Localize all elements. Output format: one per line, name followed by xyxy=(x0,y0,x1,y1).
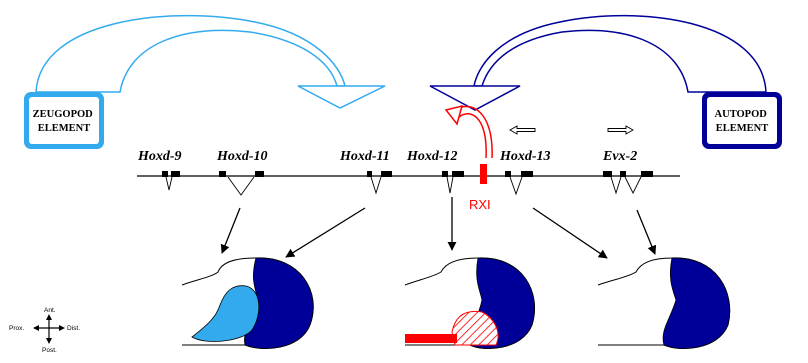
autopod-regulation-arrow xyxy=(429,14,767,111)
zeugopod-element-box: ZEUGOPOD ELEMENT xyxy=(24,92,104,149)
gene-label-hoxd10: Hoxd-10 xyxy=(216,149,268,164)
gene-label-hoxd12: Hoxd-12 xyxy=(406,149,458,164)
evx2-direction-arrow xyxy=(607,125,634,135)
autopod-element-box: AUTOPOD ELEMENT xyxy=(702,92,782,149)
compass-label-post: Post. xyxy=(42,347,57,354)
gene-cluster-line xyxy=(137,164,680,196)
compass-label-ant: Ant. xyxy=(44,307,56,314)
expression-arrows xyxy=(220,197,657,259)
compass-label-prox: Prox. xyxy=(9,325,24,332)
gene-label-hoxd13: Hoxd-13 xyxy=(499,149,551,164)
zeugopod-element-label: ZEUGOPOD ELEMENT xyxy=(33,109,96,134)
limb-diagram-rxi xyxy=(404,257,536,349)
limb-diagram-wildtype xyxy=(181,257,314,349)
zeugopod-regulation-arrow xyxy=(35,14,386,109)
gene-label-hoxd9: Hoxd-9 xyxy=(137,149,182,164)
gene-label-hoxd11: Hoxd-11 xyxy=(339,149,390,164)
rxi-curved-arrow xyxy=(444,104,493,159)
rxi-label: RXI xyxy=(469,197,491,212)
compass-label-dist: Dist. xyxy=(67,325,80,332)
limb-diagram-autopod xyxy=(597,257,731,349)
gene-label-evx2: Evx-2 xyxy=(602,149,637,164)
hoxd13-direction-arrow xyxy=(509,125,536,135)
autopod-element-label: AUTOPOD ELEMENT xyxy=(715,109,770,134)
orientation-compass: Ant. Post. Prox. Dist. xyxy=(9,307,80,354)
